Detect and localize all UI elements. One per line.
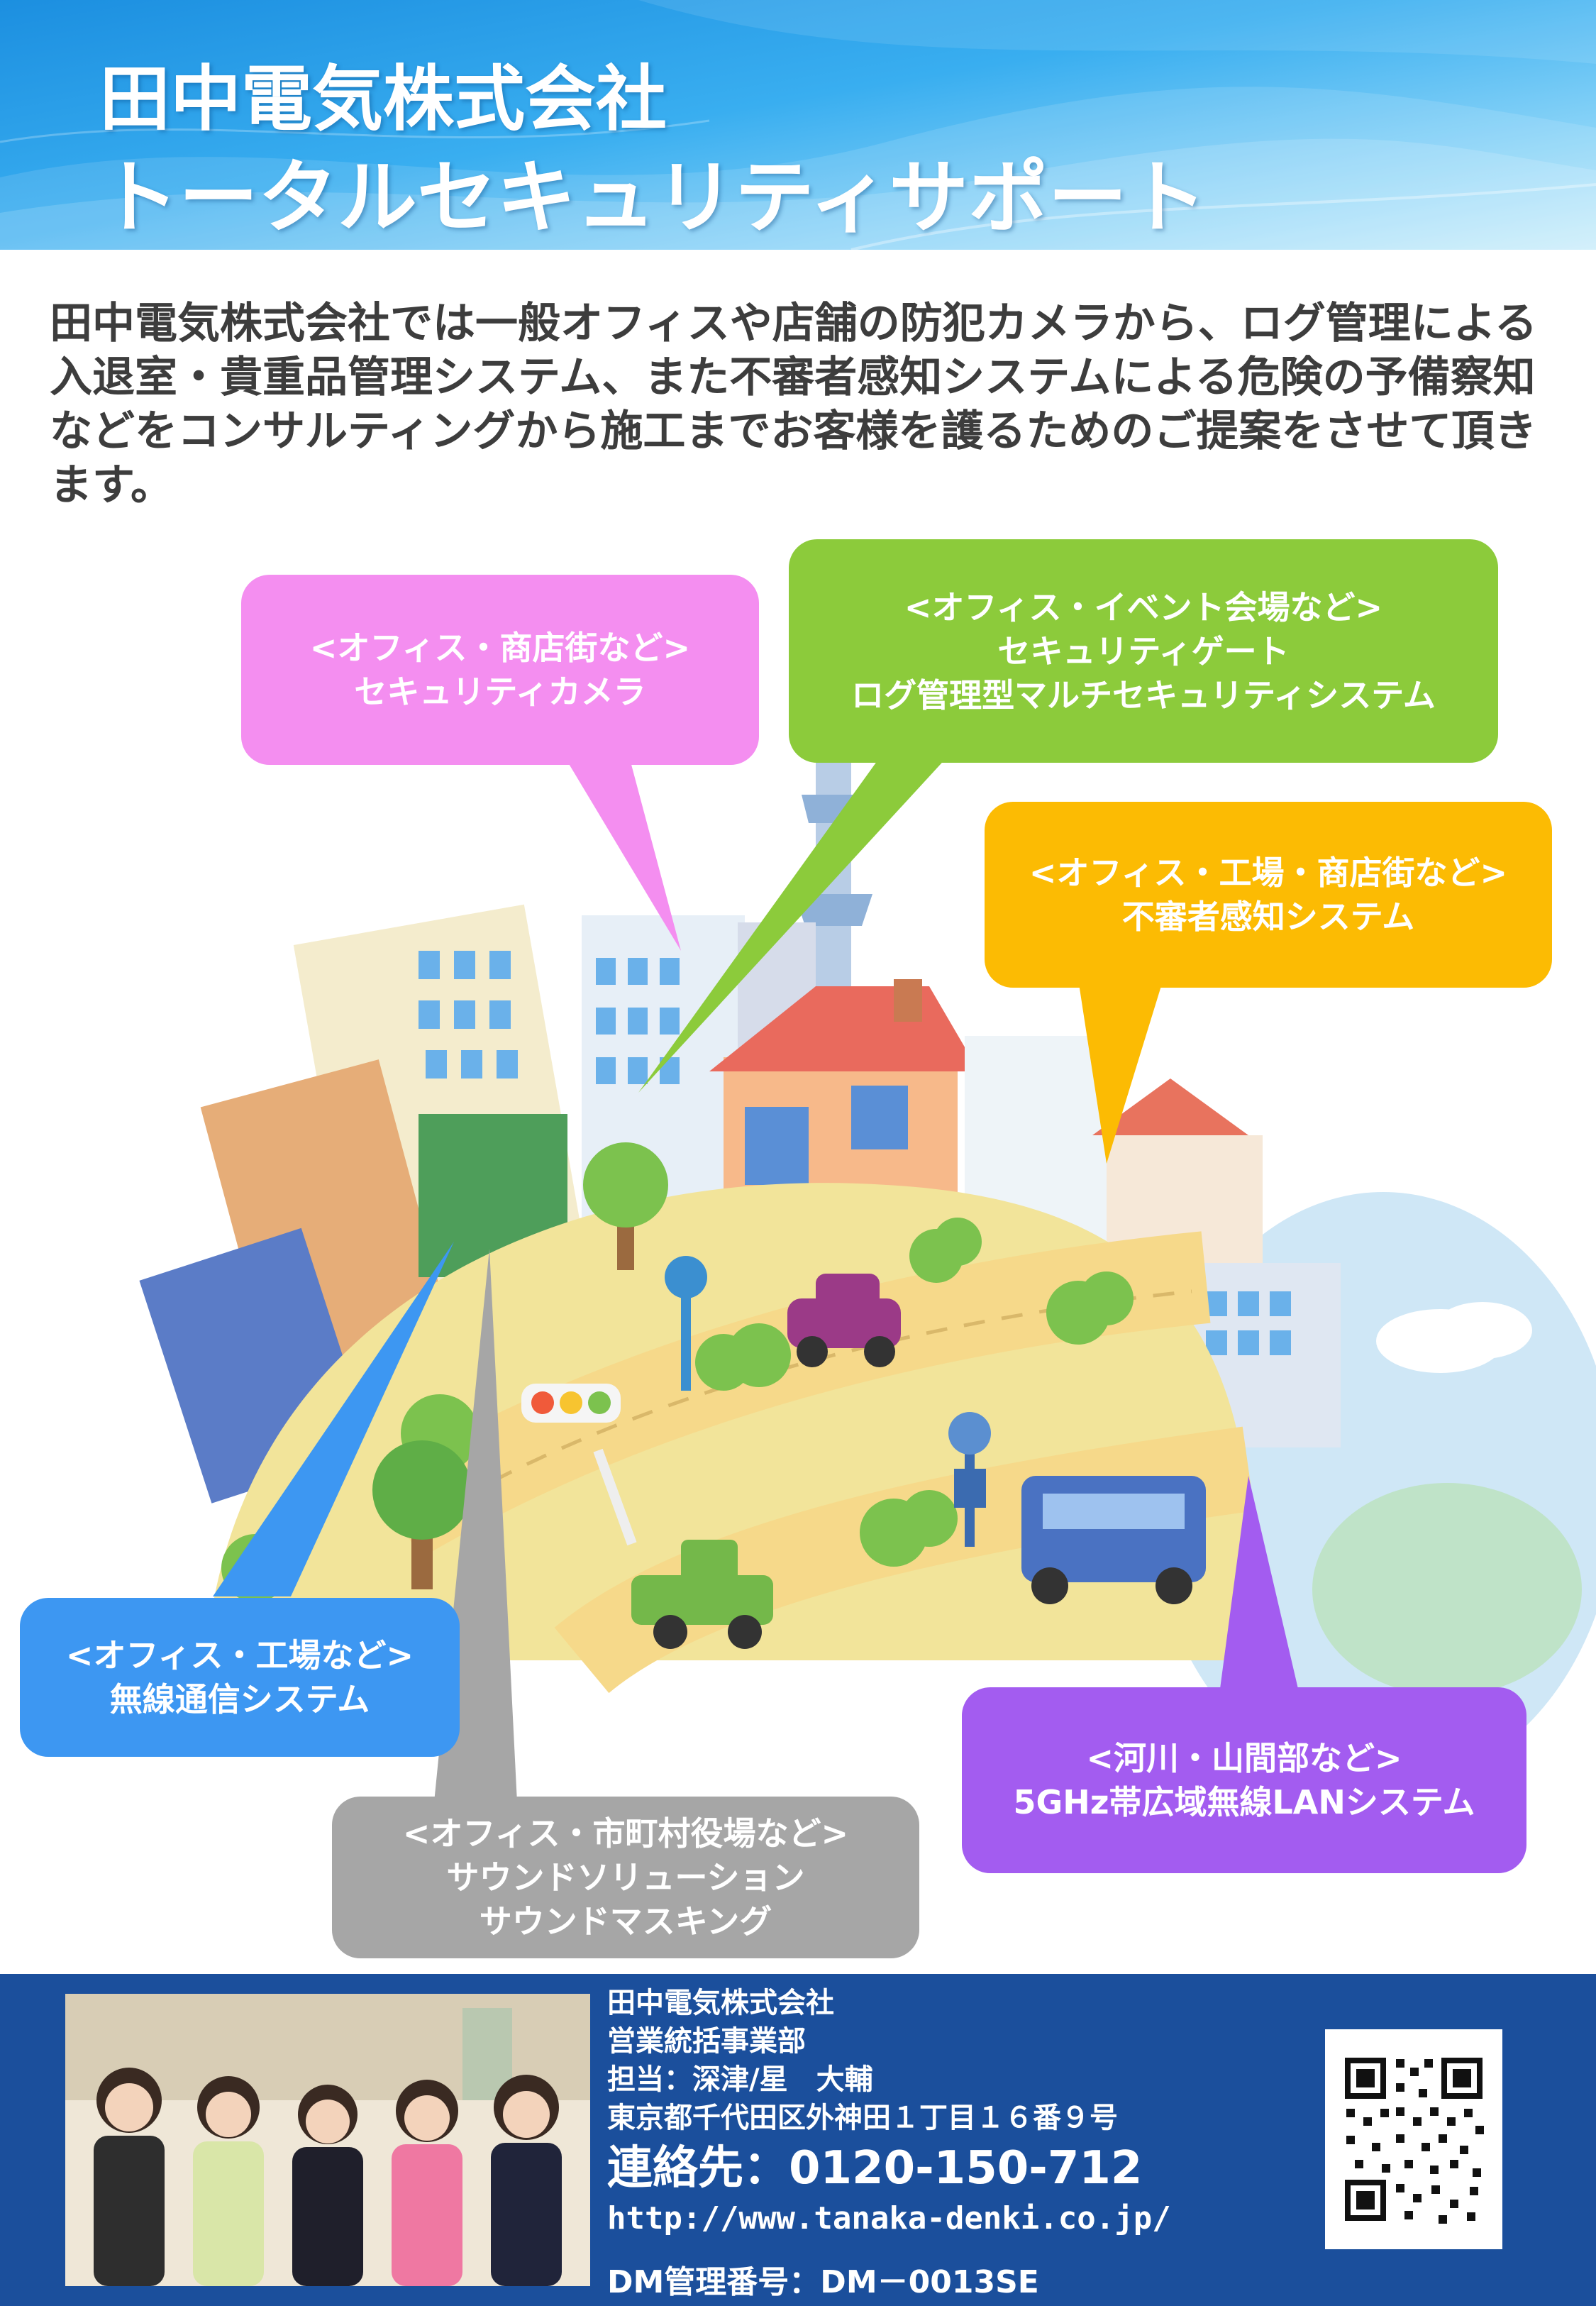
bubble-location: <オフィス・工場・商店街など> xyxy=(1029,854,1508,892)
dm-number: DM管理番号：DM－0013SE xyxy=(607,2264,1039,2300)
header-banner: 田中電気株式会社 トータルセキュリティサポート xyxy=(0,0,1596,250)
bubble-service: 5GHz帯広域無線LANシステム xyxy=(1013,1783,1475,1821)
bubble-service: ログ管理型マルチセキュリティシステム xyxy=(851,675,1436,715)
bubble-location: <河川・山間部など> xyxy=(1086,1739,1402,1777)
bubble-tail xyxy=(638,738,965,1093)
wave-decoration xyxy=(0,0,1596,250)
bubble-tail xyxy=(553,738,681,951)
contact-staff: 担当：深津/星 大輔 xyxy=(607,2063,873,2096)
intro-paragraph: 田中電気株式会社では一般オフィスや店舗の防犯カメラから、ログ管理による入退室・貴… xyxy=(50,299,1537,510)
contact-company: 田中電気株式会社 xyxy=(607,1987,834,2019)
bubble-sound-solution: <オフィス・市町村役場など> サウンドソリューション サウンドマスキング xyxy=(332,1797,919,1958)
bubble-service: セキュリティカメラ xyxy=(354,673,646,711)
contact-info: 田中電気株式会社 営業統括事業部 担当：深津/星 大輔 東京都千代田区外神田１丁… xyxy=(607,1984,1171,2305)
staff-photo xyxy=(65,1994,590,2286)
truck-icon xyxy=(631,1540,773,1649)
bubble-wireless-lan: <河川・山間部など> 5GHz帯広域無線LANシステム xyxy=(962,1687,1526,1873)
city-illustration xyxy=(139,738,1596,1816)
car-icon xyxy=(787,1274,901,1367)
title-service-name: トータルセキュリティサポート xyxy=(99,152,1207,244)
qr-code-icon[interactable] xyxy=(1325,2029,1502,2249)
bubble-service: 無線通信システム xyxy=(109,1680,370,1719)
bubble-intruder-detection: <オフィス・工場・商店街など> 不審者感知システム xyxy=(985,802,1552,988)
contact-website-link[interactable]: http://www.tanaka-denki.co.jp/ xyxy=(607,2200,1171,2236)
bubble-location: <オフィス・市町村役場など> xyxy=(402,1814,849,1853)
bubble-service: サウンドソリューション xyxy=(446,1858,805,1897)
bus-icon xyxy=(1021,1476,1206,1604)
bubble-tail xyxy=(1078,979,1163,1164)
contact-phone: 連絡先：0120-150-712 xyxy=(607,2142,1143,2195)
bubble-tail xyxy=(1220,1476,1298,1689)
bubble-wireless-communication: <オフィス・工場など> 無線通信システム xyxy=(20,1598,460,1757)
bubble-location: <オフィス・工場など> xyxy=(65,1636,414,1675)
traffic-light-icon xyxy=(521,1384,637,1546)
bushes xyxy=(221,1218,1134,1602)
bubble-location: <オフィス・イベント会場など> xyxy=(904,587,1383,627)
bubble-tail xyxy=(213,1242,454,1596)
bubble-service: セキュリティゲート xyxy=(997,631,1290,671)
contact-department: 営業統括事業部 xyxy=(607,2025,806,2058)
bus-stop-sign-icon xyxy=(665,1256,991,1547)
tree-icon xyxy=(372,1440,472,1589)
bubble-service: サウンドマスキング xyxy=(479,1902,772,1941)
bubble-security-camera: <オフィス・商店街など> セキュリティカメラ xyxy=(241,575,759,765)
bubble-location: <オフィス・商店街など> xyxy=(309,629,691,667)
bubble-service: 不審者感知システム xyxy=(1121,898,1415,936)
bubble-security-gate: <オフィス・イベント会場など> セキュリティゲート ログ管理型マルチセキュリティ… xyxy=(789,539,1498,763)
title-company-name: 田中電気株式会社 xyxy=(99,57,667,140)
contact-address: 東京都千代田区外神田１丁目１６番９号 xyxy=(607,2102,1118,2134)
green-hill xyxy=(1312,1483,1582,1696)
tree-icon xyxy=(583,1142,668,1270)
